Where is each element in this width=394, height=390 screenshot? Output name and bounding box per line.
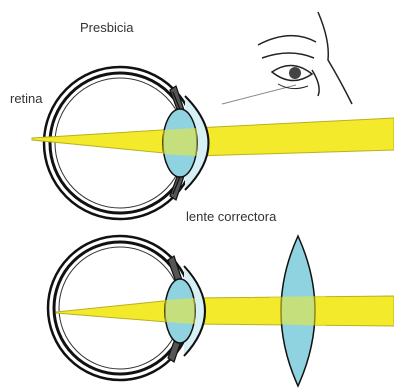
retina-label: retina [10, 91, 43, 106]
corrective-lens-label: lente correctora [186, 209, 277, 224]
sight-line [222, 85, 296, 104]
title-label: Presbicia [80, 20, 134, 35]
eye-outline-icon [272, 65, 312, 88]
top-figure: Presbicia retina [10, 12, 394, 219]
face-profile-icon [258, 12, 352, 104]
light-beam-top [194, 118, 394, 156]
bottom-figure: lente correctora [48, 209, 394, 386]
